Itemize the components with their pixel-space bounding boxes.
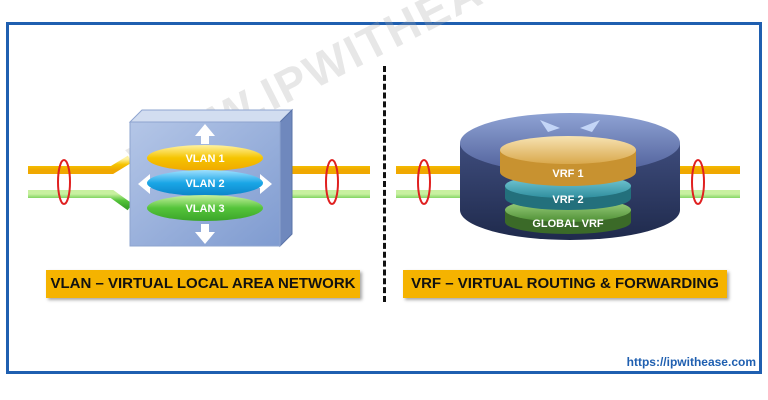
- vlan-3-label: VLAN 3: [185, 203, 224, 215]
- vlan-caption: VLAN – VIRTUAL LOCAL AREA NETWORK: [46, 270, 360, 298]
- vrf-2-label: VRF 2: [552, 194, 583, 206]
- ring-icon: [417, 159, 431, 205]
- vrf-global-label: GLOBAL VRF: [532, 218, 604, 230]
- vlan-2-ellipse: VLAN 2: [147, 170, 263, 196]
- source-url[interactable]: https://ipwithease.com: [626, 355, 756, 369]
- vlan-1-ellipse: VLAN 1: [147, 145, 263, 171]
- panel-divider: [383, 66, 386, 302]
- vlan-3-ellipse: VLAN 3: [147, 195, 263, 221]
- vlan-lines-left: [28, 155, 140, 211]
- ring-icon: [691, 159, 705, 205]
- vrf-1-disc: VRF 1: [500, 136, 636, 186]
- vlan-1-label: VLAN 1: [185, 153, 224, 165]
- vrf-caption: VRF – VIRTUAL ROUTING & FORWARDING: [403, 270, 727, 298]
- vrf-1-label: VRF 1: [552, 168, 583, 180]
- ring-icon: [57, 159, 71, 205]
- vlan-2-label: VLAN 2: [185, 178, 224, 190]
- ring-icon: [325, 159, 339, 205]
